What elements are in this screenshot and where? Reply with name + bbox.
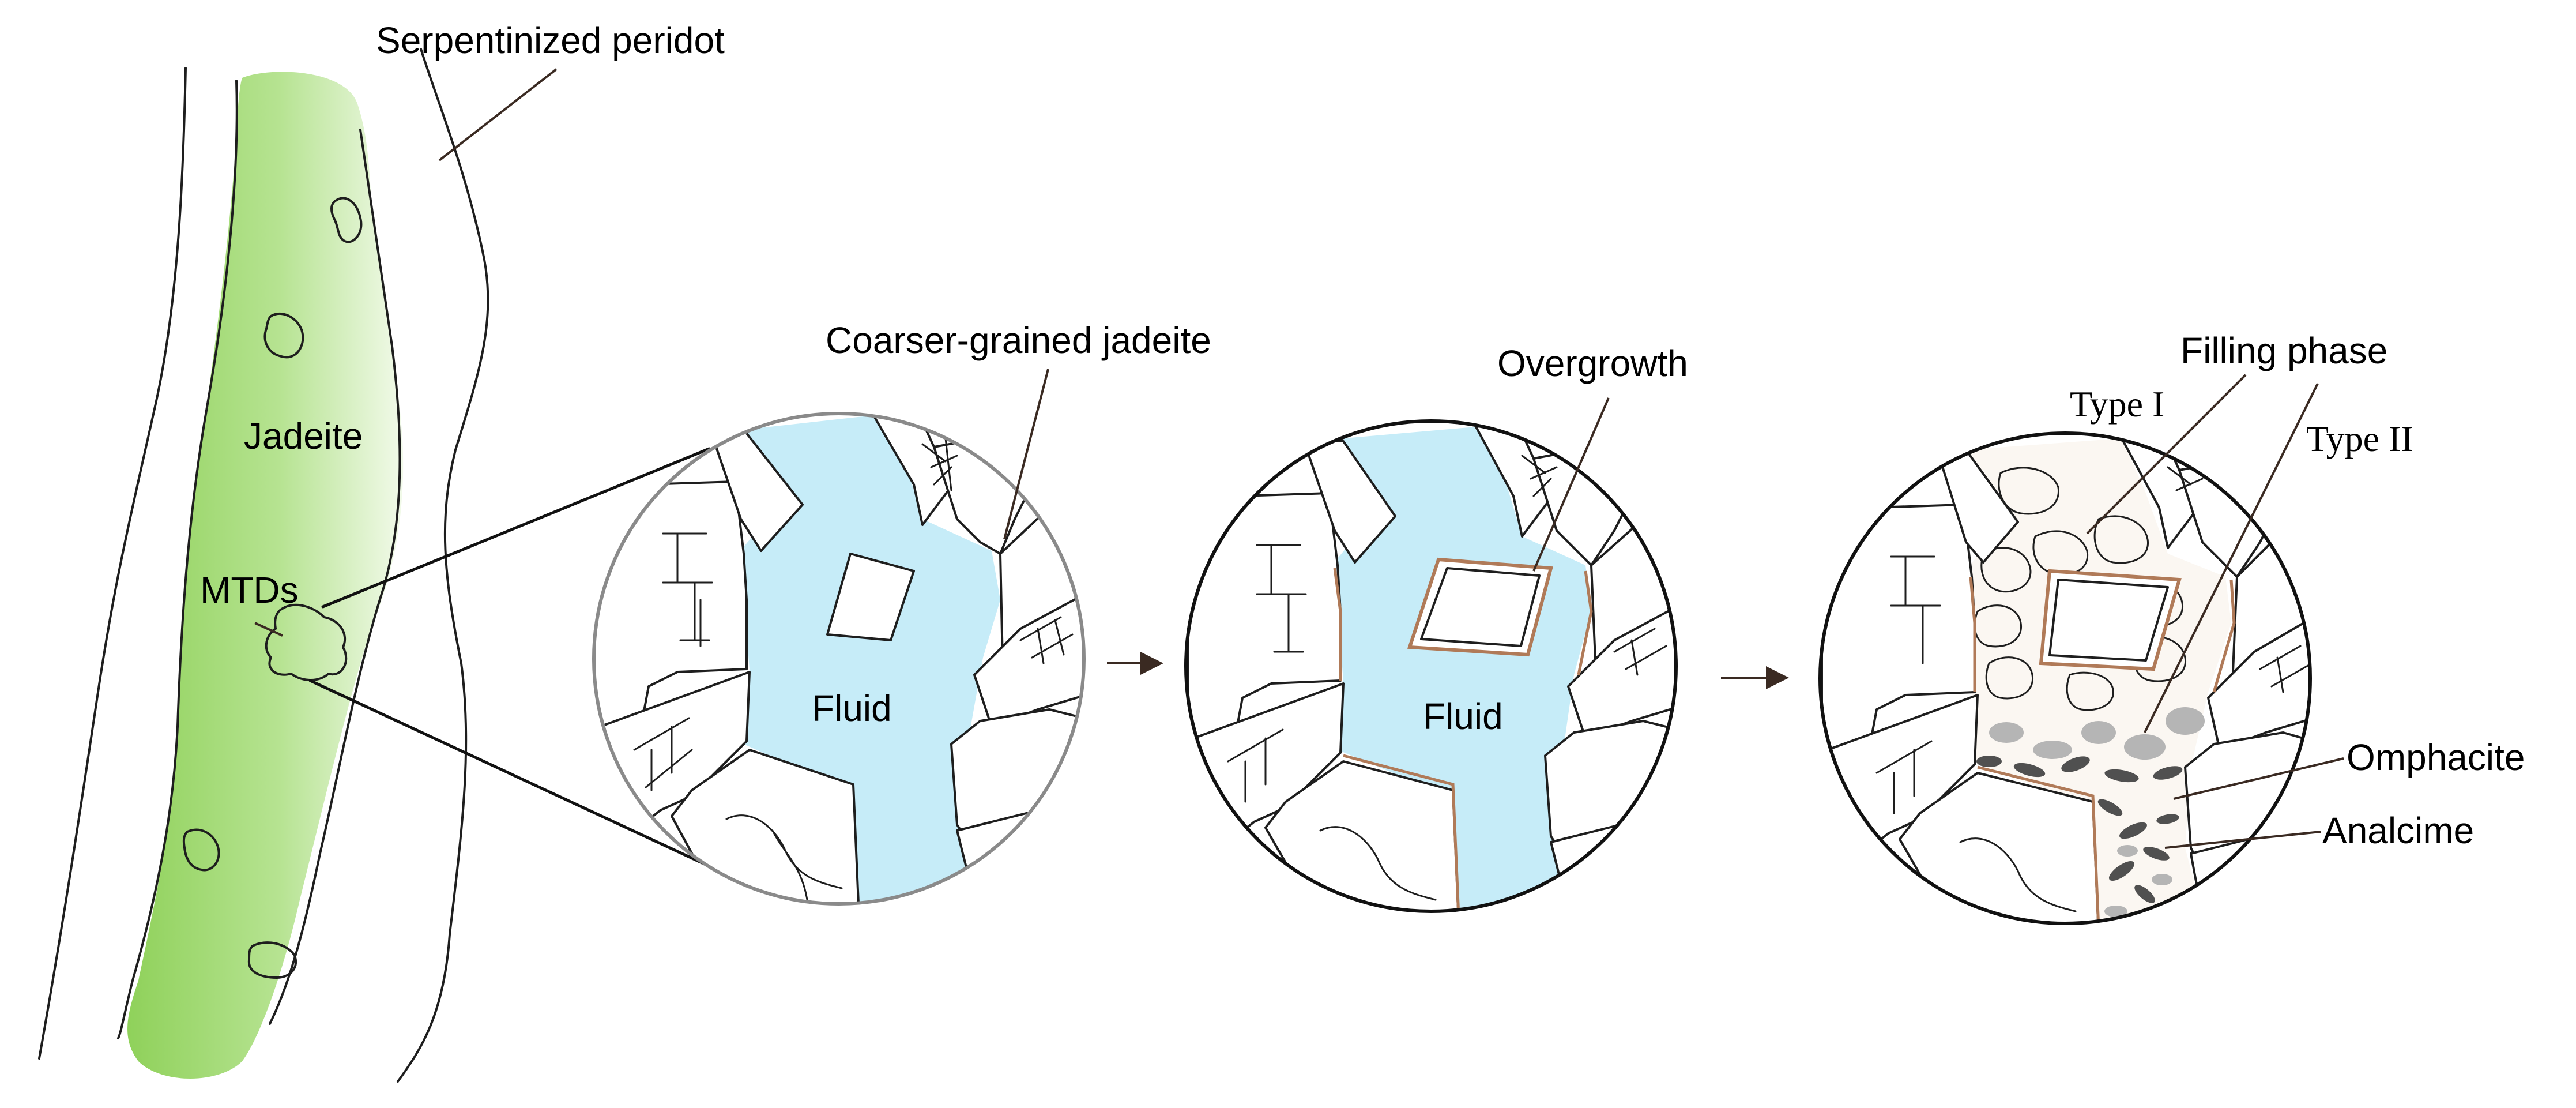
label-coarser-grained-jadeite: Coarser-grained jadeite bbox=[826, 320, 1211, 361]
label-omphacite: Omphacite bbox=[2347, 737, 2525, 778]
type-1-filling bbox=[1974, 467, 2186, 711]
fluid-label-2: Fluid bbox=[1423, 696, 1503, 737]
leader-lines bbox=[254, 68, 2344, 849]
vein-inner-walls bbox=[117, 80, 401, 1039]
fluid-region-1 bbox=[738, 415, 1000, 904]
stage-2-lens: Fluid bbox=[1184, 419, 1678, 913]
label-jadeite: Jadeite bbox=[244, 415, 363, 457]
type-2-filling bbox=[1976, 707, 2205, 917]
magnification-lines bbox=[308, 447, 740, 881]
label-mtds: MTDs bbox=[200, 569, 299, 611]
stage-3-lens bbox=[1818, 431, 2312, 925]
label-type-1: Type I bbox=[2070, 384, 2164, 425]
label-analcime: Analcime bbox=[2322, 810, 2474, 851]
label-type-2: Type II bbox=[2306, 418, 2413, 459]
fluid-region-2 bbox=[1332, 427, 1591, 911]
jadeite-vein bbox=[127, 72, 404, 1079]
label-filling-phase: Filling phase bbox=[2180, 330, 2387, 371]
host-rock-outline bbox=[38, 48, 489, 1083]
mtd-main-inclusion bbox=[265, 603, 348, 681]
label-serpentinized-peridot: Serpentinized peridot bbox=[376, 20, 725, 61]
label-overgrowth: Overgrowth bbox=[1497, 343, 1688, 384]
fluid-label-1: Fluid bbox=[812, 688, 892, 729]
mtd-inclusions bbox=[182, 197, 363, 979]
